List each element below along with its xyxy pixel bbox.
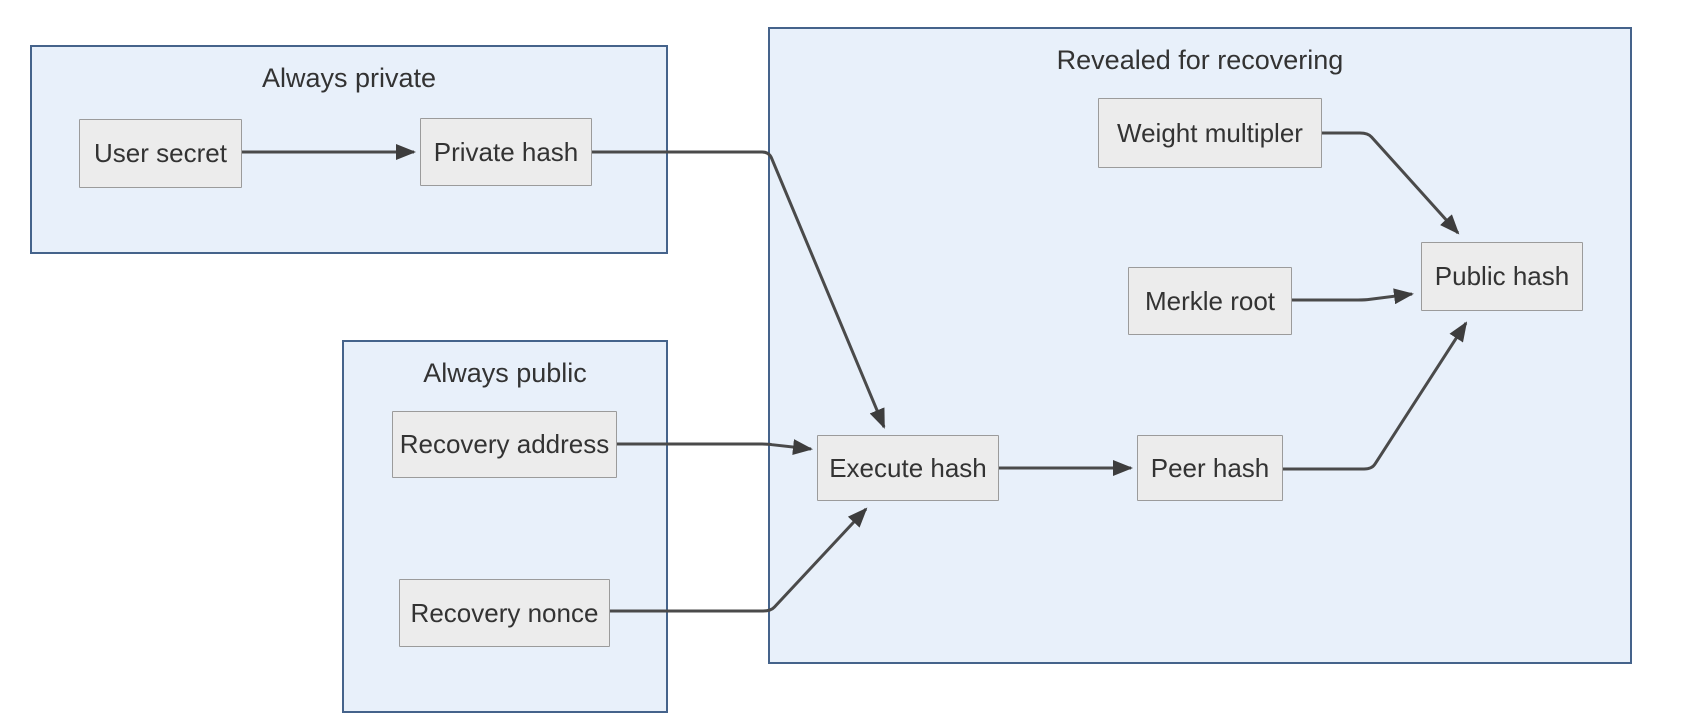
node-weight-multipler: Weight multipler bbox=[1098, 98, 1322, 168]
group-title-always-private: Always private bbox=[261, 63, 437, 93]
group-always-public: Always public bbox=[342, 340, 668, 713]
node-merkle-root: Merkle root bbox=[1128, 267, 1292, 335]
group-title-revealed-for-recovering: Revealed for recovering bbox=[1056, 45, 1344, 75]
group-title-always-public: Always public bbox=[423, 358, 587, 388]
node-recovery-nonce: Recovery nonce bbox=[399, 579, 610, 647]
node-recovery-address: Recovery address bbox=[392, 411, 617, 478]
node-public-hash: Public hash bbox=[1421, 242, 1583, 311]
node-user-secret: User secret bbox=[79, 119, 242, 188]
node-private-hash: Private hash bbox=[420, 118, 592, 186]
node-execute-hash: Execute hash bbox=[817, 435, 999, 501]
node-peer-hash: Peer hash bbox=[1137, 435, 1283, 501]
